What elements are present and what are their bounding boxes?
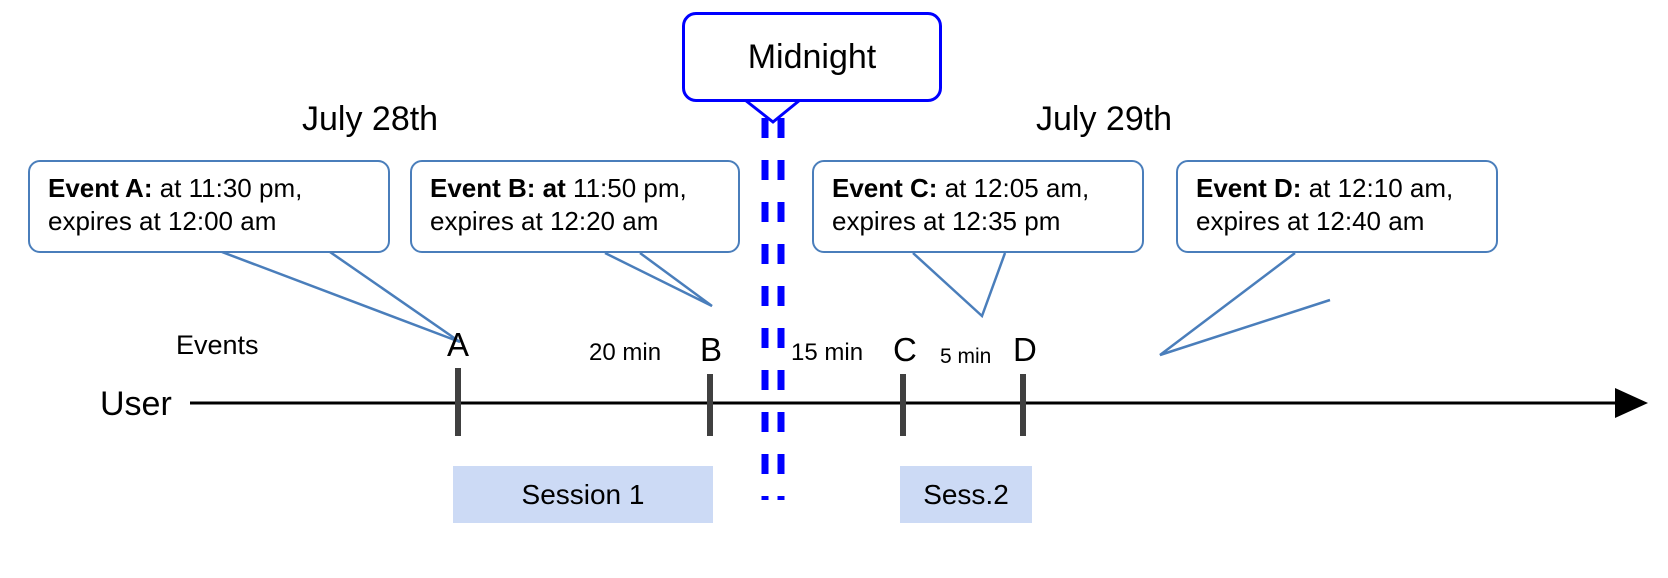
event-d-bold-text: Event D:: [1196, 173, 1302, 203]
tick-label-d: D: [1013, 331, 1037, 368]
event-d-line1-rest: at 12:10 am,: [1301, 173, 1454, 203]
midnight-callout: Midnight: [682, 12, 942, 102]
event-d-line2: expires at 12:40 am: [1196, 206, 1425, 237]
event-c-callout: Event C: at 12:05 am, expires at 12:35 p…: [812, 160, 1144, 253]
row-label-user: User: [100, 385, 172, 423]
event-a-bold-text: Event A:: [48, 173, 153, 203]
tick-label-c: C: [893, 331, 917, 368]
event-b-line1-rest: 11:50 pm,: [565, 173, 687, 203]
event-a-line2: expires at 12:00 am: [48, 206, 277, 237]
event-c-callout-tail: [912, 252, 1007, 319]
event-b-bold-text: Event B: at: [430, 173, 566, 203]
row-label-events: Events: [176, 330, 259, 360]
event-b-callout: Event B: at 11:50 pm, expires at 12:20 a…: [410, 160, 740, 253]
session-bar-1: Session 1: [453, 466, 713, 523]
event-b-line2: expires at 12:20 am: [430, 206, 659, 237]
tick-label-b: B: [700, 331, 723, 368]
event-c-bold-text: Event C:: [832, 173, 938, 203]
event-c-line2: expires at 12:35 pm: [832, 206, 1061, 237]
date-label-july-28: July 28th: [302, 100, 439, 138]
midnight-callout-tail: [744, 98, 801, 124]
session-bar-2: Sess.2: [900, 466, 1032, 523]
event-d-callout-tail: [1159, 252, 1331, 357]
gap-label-20-min: 20 min: [589, 339, 662, 366]
gap-label-15-min: 15 min: [791, 339, 864, 366]
event-a-callout: Event A: at 11:30 pm, expires at 12:00 a…: [28, 160, 390, 253]
event-c-line1-rest: at 12:05 am,: [937, 173, 1090, 203]
event-d-callout: Event D: at 12:10 am, expires at 12:40 a…: [1176, 160, 1498, 253]
tick-label-a: A: [447, 326, 470, 363]
gap-label-5-min: 5 min: [940, 345, 992, 368]
event-a-callout-tail: [221, 250, 461, 344]
date-label-july-29: July 29th: [1036, 100, 1173, 138]
event-b-callout-tail: [604, 251, 713, 308]
event-a-line1-rest: at 11:30 pm,: [152, 173, 303, 203]
